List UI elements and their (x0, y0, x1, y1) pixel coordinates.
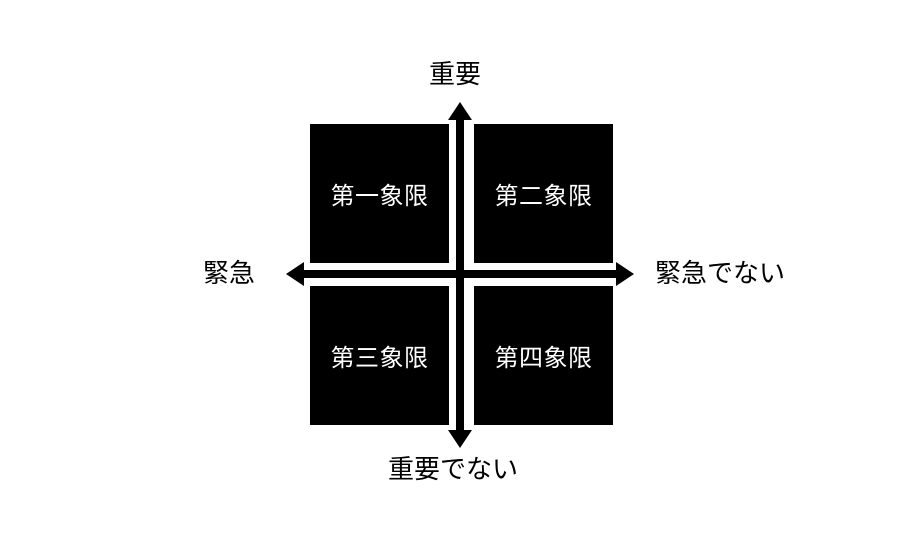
quadrant-4: 第四象限 (474, 286, 613, 425)
axis-label-not-important: 重要でない (388, 455, 519, 485)
quadrant-2-label: 第二象限 (494, 182, 593, 210)
quadrant-1: 第一象限 (310, 124, 449, 263)
quadrant-3-label: 第三象限 (330, 344, 429, 372)
horizontal-axis-line (302, 270, 618, 278)
down-arrow-head (448, 430, 472, 448)
quadrant-4-label: 第四象限 (494, 344, 593, 372)
up-arrow-head (448, 102, 472, 120)
axis-label-not-urgent: 緊急でない (655, 259, 786, 289)
right-arrow-head (616, 262, 634, 286)
axis-label-urgent: 緊急 (203, 259, 256, 289)
quadrant-3: 第三象限 (310, 286, 449, 425)
left-arrow-head (286, 262, 304, 286)
quadrant-1-label: 第一象限 (330, 182, 429, 210)
quadrant-2: 第二象限 (474, 124, 613, 263)
axis-label-important: 重要 (429, 60, 482, 90)
